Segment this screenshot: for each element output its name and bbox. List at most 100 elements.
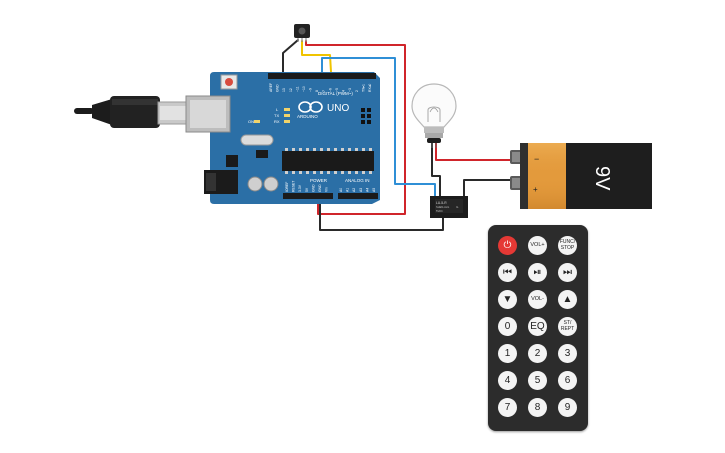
pin-label: 4 xyxy=(342,90,346,92)
digit-4-label: 4 xyxy=(504,374,511,386)
eq-label: EQ xyxy=(530,320,545,332)
pin-label: 8 xyxy=(315,90,319,92)
digit-5-button[interactable]: 5 xyxy=(528,371,547,390)
model-label: UNO xyxy=(327,103,349,114)
digit-6-button[interactable]: 6 xyxy=(558,371,577,390)
pin-label: IOREF xyxy=(285,182,289,192)
fast-forward-label: ⏭ xyxy=(563,266,572,278)
play-pause-button[interactable]: ⏯ xyxy=(528,263,547,282)
st-rept-label: ST/ REPT xyxy=(560,320,575,332)
arduino-logo xyxy=(298,101,323,113)
digit-7-button[interactable]: 7 xyxy=(498,398,517,417)
vol-down-button[interactable]: VOL- xyxy=(528,290,547,309)
wire-relay-gnd[interactable] xyxy=(319,196,444,231)
relay-module[interactable]: LU-5-R SHEN-ALG 5VDC IL xyxy=(430,196,468,218)
vol-down-label: VOL- xyxy=(531,295,544,302)
pin-label: GND xyxy=(311,184,315,192)
power-button[interactable]: ⏻ xyxy=(498,236,517,255)
pin-label: A1 xyxy=(346,188,350,192)
usb-cable[interactable] xyxy=(74,96,189,128)
digit-3-label: 3 xyxy=(564,347,571,359)
digit-9-label: 9 xyxy=(564,401,571,413)
relay-text-2: SHEN-ALG xyxy=(436,205,449,209)
pin-label: ~9 xyxy=(309,88,313,92)
rewind-label: ⏮ xyxy=(503,266,512,278)
capacitor xyxy=(263,176,279,192)
relay-text-1: LU-5-R xyxy=(436,201,447,205)
analog-header[interactable] xyxy=(338,193,378,199)
light-bulb[interactable] xyxy=(411,83,457,148)
pin-label: A4 xyxy=(365,188,369,192)
digit-3-button[interactable]: 3 xyxy=(558,344,577,363)
brand-label: ARDUINO xyxy=(297,114,318,119)
digit-2-button[interactable]: 2 xyxy=(528,344,547,363)
wire-lamp-relay[interactable] xyxy=(431,142,441,197)
digit-0-label: 0 xyxy=(504,320,511,332)
pin-label: A3 xyxy=(359,188,363,192)
pin-label: ~3 xyxy=(348,88,352,92)
pin-label: A0 xyxy=(339,188,343,192)
battery-voltage-label: 9V xyxy=(591,166,613,191)
digit-2-label: 2 xyxy=(534,347,541,359)
relay-text-3: 5VDC xyxy=(436,209,443,213)
power-label: ⏻ xyxy=(503,239,512,251)
ir-receiver[interactable] xyxy=(294,24,310,42)
reset-button[interactable] xyxy=(220,74,238,90)
wire-ir-vcc[interactable] xyxy=(305,40,406,215)
play-pause-label: ⏯ xyxy=(533,266,542,278)
wire-ir-gnd[interactable] xyxy=(282,39,299,73)
func-stop-button[interactable]: FUNC/ STOP xyxy=(558,236,577,255)
wire-ir-signal[interactable] xyxy=(301,40,332,73)
pin-label: Vin xyxy=(325,187,329,192)
battery-minus-label: − xyxy=(534,154,539,164)
digit-7-label: 7 xyxy=(504,401,511,413)
pin-label: ~6 xyxy=(328,88,332,92)
func-stop-label: FUNC/ STOP xyxy=(559,239,576,251)
digit-1-label: 1 xyxy=(504,347,511,359)
digital-header-label: DIGITAL (PWM~) xyxy=(318,91,353,96)
capacitor xyxy=(247,176,263,192)
pin-label: RESET xyxy=(292,181,296,192)
digit-5-label: 5 xyxy=(534,374,541,386)
down-label: ▼ xyxy=(502,293,513,305)
fast-forward-button[interactable]: ⏭ xyxy=(558,263,577,282)
up-button[interactable]: ▲ xyxy=(558,290,577,309)
pin-label: 12 xyxy=(289,88,293,92)
rewind-button[interactable]: ⏮ xyxy=(498,263,517,282)
digital-header[interactable] xyxy=(268,73,376,79)
pin-label: ~5 xyxy=(335,88,339,92)
up-label: ▲ xyxy=(562,293,573,305)
atmega-chip xyxy=(282,151,374,171)
vol-up-label: VOL+ xyxy=(530,241,545,248)
down-button[interactable]: ▼ xyxy=(498,290,517,309)
pin-label: A2 xyxy=(352,188,356,192)
battery-plus-label: + xyxy=(533,185,538,194)
digit-8-button[interactable]: 8 xyxy=(528,398,547,417)
analog-header-label: ANALOG IN xyxy=(345,178,370,183)
digit-9-button[interactable]: 9 xyxy=(558,398,577,417)
digit-4-button[interactable]: 4 xyxy=(498,371,517,390)
pin-label: RX◂0 xyxy=(368,84,372,92)
pin-label: GND xyxy=(276,84,280,92)
digit-0-button[interactable]: 0 xyxy=(498,317,517,336)
eq-button[interactable]: EQ xyxy=(528,317,547,336)
pin-label: 13 xyxy=(282,88,286,92)
vol-up-button[interactable]: VOL+ xyxy=(528,236,547,255)
wire-relay-signal[interactable] xyxy=(321,57,436,198)
ir-remote[interactable]: ⏻ VOL+ FUNC/ STOP ⏮ ⏯ ⏭ ▼ VOL- ▲ 0 EQ ST/ REPT 1 2 3 4 5… xyxy=(488,225,588,431)
digit-1-button[interactable]: 1 xyxy=(498,344,517,363)
pin-label: TX▸1 xyxy=(361,84,365,92)
relay-text-4: IL xyxy=(456,205,459,209)
battery-9v[interactable]: − + 9V xyxy=(510,143,652,209)
pin-label: AREF xyxy=(269,83,273,92)
power-header[interactable] xyxy=(283,193,333,199)
st-rept-button[interactable]: ST/ REPT xyxy=(558,317,577,336)
crystal xyxy=(240,134,274,146)
digit-6-label: 6 xyxy=(564,374,571,386)
led-label-tx: TX xyxy=(274,113,279,118)
